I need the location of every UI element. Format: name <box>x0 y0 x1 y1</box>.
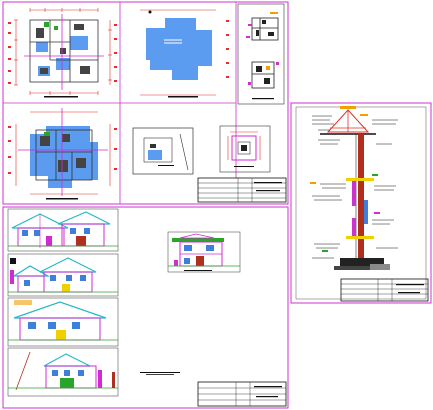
first-floor-plan <box>8 108 117 200</box>
site-detail-plans <box>237 3 285 105</box>
floor-plan-sheet <box>2 1 289 205</box>
section-annotations <box>312 115 398 259</box>
roof-plan <box>140 9 229 98</box>
stair-detail-plan <box>219 125 271 173</box>
key-plan <box>132 127 194 175</box>
section-markers <box>310 114 380 252</box>
brick-wall-section <box>334 134 390 270</box>
wall-section-sheet <box>290 102 432 304</box>
ground-floor-plan <box>8 8 117 98</box>
rear-elevation <box>7 253 119 297</box>
roof-truss-detail <box>320 106 376 135</box>
plans-title-block <box>197 177 287 203</box>
elevations-sheet <box>2 206 289 409</box>
section-title-block <box>340 278 429 302</box>
side-elevation-2 <box>7 347 119 397</box>
front-elevation <box>7 208 119 252</box>
elevations-title-block <box>197 381 287 407</box>
front-elevation-small <box>167 231 241 273</box>
side-elevation <box>7 297 119 347</box>
